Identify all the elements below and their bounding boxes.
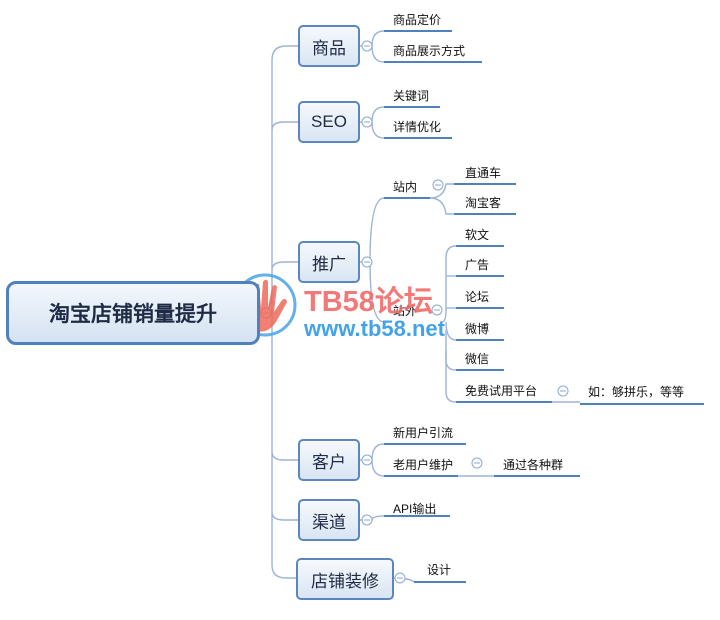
topic-design[interactable]: 设计 <box>427 563 452 577</box>
topic-pricing[interactable]: 商品定价 <box>393 13 442 27</box>
topic-softtext[interactable]: 软文 <box>465 228 490 242</box>
topic-display[interactable]: 商品展示方式 <box>393 44 466 58</box>
watermark-title: TB58论坛 <box>304 286 433 318</box>
topic-wechat[interactable]: 微信 <box>465 352 490 366</box>
topic-offsite[interactable]: 站外 <box>393 304 418 318</box>
topic-free-trial[interactable]: 免费试用平台 <box>465 384 538 398</box>
topic-forum[interactable]: 论坛 <box>465 290 490 304</box>
topic-new-users[interactable]: 新用户引流 <box>393 426 454 440</box>
topic-detail-optimization[interactable]: 详情优化 <box>393 120 442 134</box>
watermark-url: www.tb58.net <box>304 316 445 341</box>
topic-via-groups[interactable]: 通过各种群 <box>503 458 564 472</box>
topic-taobaoke[interactable]: 淘宝客 <box>465 196 502 210</box>
branch-promo[interactable]: 推广 <box>298 241 360 283</box>
topic-old-users[interactable]: 老用户维护 <box>393 458 454 472</box>
branch-decor[interactable]: 店铺装修 <box>296 558 394 600</box>
branch-channel[interactable]: 渠道 <box>298 499 360 541</box>
branch-goods[interactable]: 商品 <box>298 25 360 67</box>
topic-api-output[interactable]: API输出 <box>393 502 437 516</box>
topic-keywords[interactable]: 关键词 <box>393 89 430 103</box>
central-topic[interactable]: 淘宝店铺销量提升 <box>6 281 260 345</box>
branch-customer[interactable]: 客户 <box>298 439 360 481</box>
topic-ads[interactable]: 广告 <box>465 258 490 272</box>
topic-ztc[interactable]: 直通车 <box>465 166 502 180</box>
topic-weibo[interactable]: 微博 <box>465 322 490 336</box>
branch-seo[interactable]: SEO <box>298 101 360 143</box>
topic-trial-note[interactable]: 如：够拼乐，等等 <box>588 385 685 399</box>
topic-onsite[interactable]: 站内 <box>393 180 418 194</box>
